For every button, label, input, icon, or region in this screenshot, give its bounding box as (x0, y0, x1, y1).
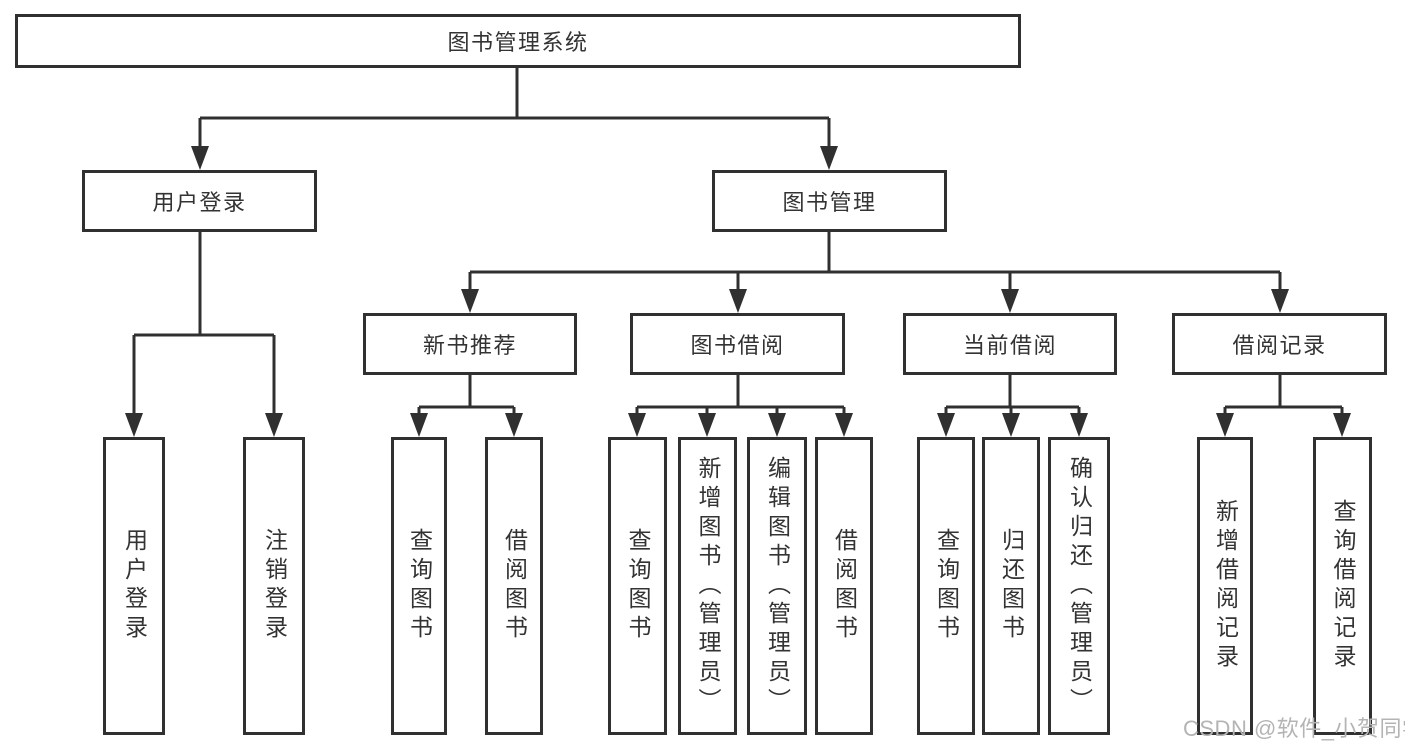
connector-recommend-branch (417, 375, 516, 418)
leaf-current-return-books: 归还图书 (982, 437, 1040, 735)
node-user-login-group: 用户登录 (82, 170, 317, 232)
leaf-current-query-books-label: 查询图书 (933, 528, 960, 644)
leaf-borrow-add-books-admin: 新增图书（管理员） (678, 437, 737, 735)
connector-user-login-branch (132, 232, 276, 418)
leaf-borrow-borrow-books-label: 借阅图书 (831, 528, 858, 644)
connector-root-to-level2 (198, 68, 831, 150)
leaf-borrow-query-books-label: 查询图书 (625, 528, 651, 644)
leaf-records-add-record-label: 新增借阅记录 (1212, 499, 1239, 673)
leaf-current-query-books: 查询图书 (917, 437, 975, 735)
node-book-management: 图书管理 (712, 170, 947, 232)
leaf-borrow-query-books: 查询图书 (608, 437, 667, 735)
watermark-text: CSDN @软件_小贺同学 (1183, 716, 1405, 741)
node-book-borrow: 图书借阅 (630, 313, 845, 375)
connector-borrow-branch (635, 375, 846, 418)
connector-current-branch (944, 375, 1081, 418)
leaf-borrow-edit-books-admin-label: 编辑图书（管理员） (764, 455, 791, 717)
arrowheads (125, 146, 1351, 437)
leaf-current-confirm-return-admin: 确认归还（管理员） (1048, 437, 1110, 735)
leaf-current-return-books-label: 归还图书 (998, 528, 1025, 644)
node-root: 图书管理系统 (15, 14, 1021, 68)
leaf-recommend-borrow-books: 借阅图书 (485, 437, 543, 735)
leaf-user-login: 用户登录 (103, 437, 165, 735)
leaf-current-confirm-return-admin-label: 确认归还（管理员） (1066, 455, 1093, 717)
leaf-borrow-add-books-admin-label: 新增图书（管理员） (695, 455, 721, 717)
leaf-borrow-borrow-books: 借阅图书 (815, 437, 873, 735)
leaf-records-query-record-label: 查询借阅记录 (1330, 499, 1356, 673)
leaf-records-add-record: 新增借阅记录 (1197, 437, 1253, 735)
node-new-book-recommend: 新书推荐 (363, 313, 577, 375)
leaf-logout-label: 注销登录 (261, 528, 288, 644)
node-borrow-records: 借阅记录 (1172, 313, 1387, 375)
leaf-user-login-label: 用户登录 (121, 528, 148, 644)
connector-records-branch (1223, 375, 1344, 418)
connector-book-management-branch (468, 232, 1282, 292)
leaf-logout: 注销登录 (243, 437, 305, 735)
leaf-recommend-query-books-label: 查询图书 (406, 528, 433, 644)
leaf-recommend-borrow-books-label: 借阅图书 (501, 528, 528, 644)
leaf-borrow-edit-books-admin: 编辑图书（管理员） (747, 437, 807, 735)
leaf-recommend-query-books: 查询图书 (391, 437, 447, 735)
node-current-borrow: 当前借阅 (903, 313, 1117, 375)
leaf-records-query-record: 查询借阅记录 (1313, 437, 1372, 735)
